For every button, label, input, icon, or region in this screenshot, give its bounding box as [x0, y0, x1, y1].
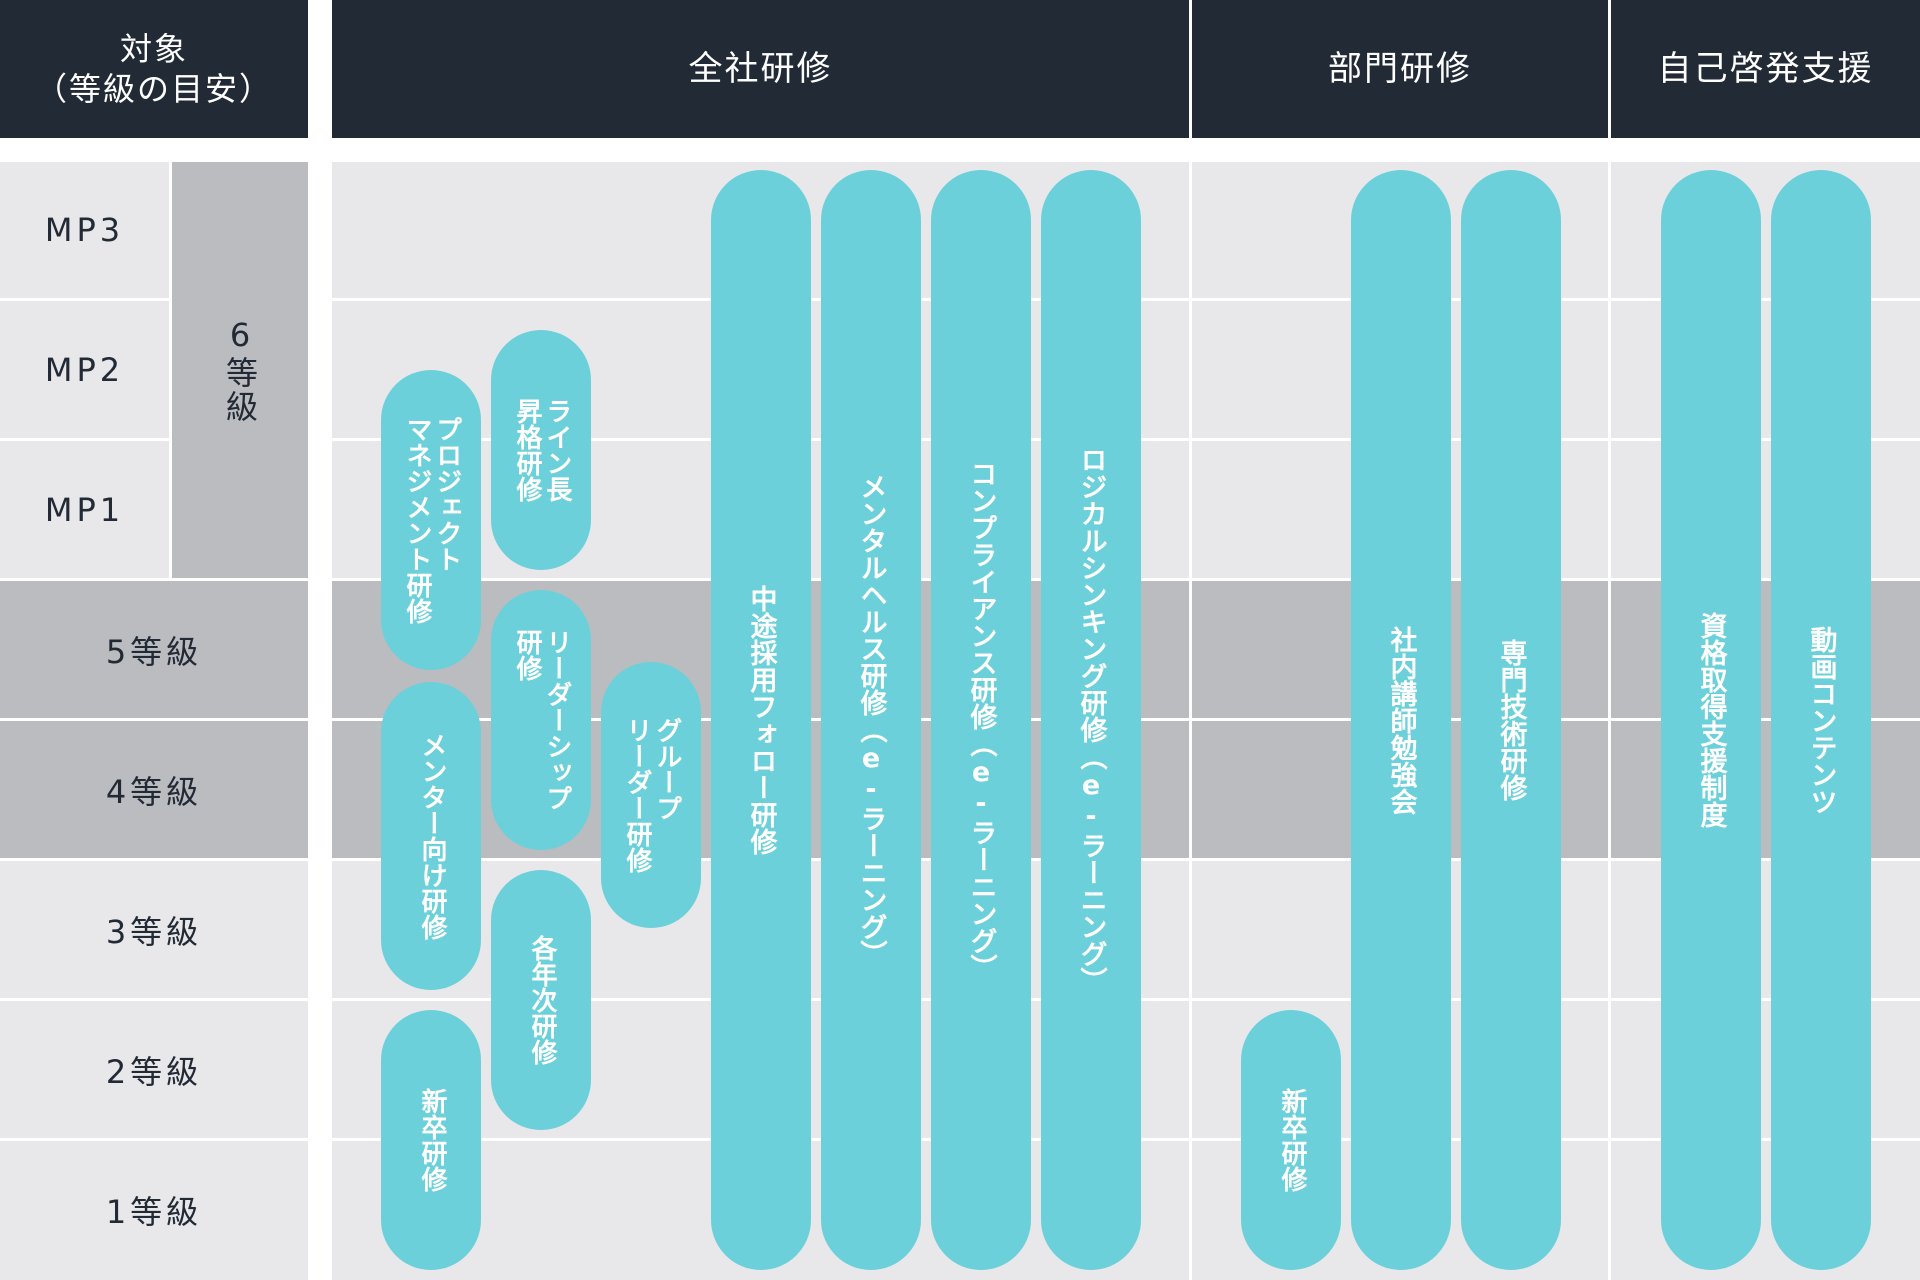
program-certification-support[interactable]: 資格取得支援制度 [1661, 170, 1761, 1270]
column-divider [1608, 162, 1611, 1280]
program-internal-instructor[interactable]: 社内講師勉強会 [1351, 170, 1451, 1270]
program-new-graduate-company[interactable]: 新卒研修 [381, 1010, 481, 1270]
row-label-mp2: MP2 [44, 350, 125, 389]
program-leadership[interactable]: リーダーシップ 研修 [491, 590, 591, 850]
program-compliance[interactable]: コンプライアンス研修（e-ラーニング） [931, 170, 1031, 1270]
row-label-grade2: 2等級 [105, 1052, 203, 1091]
program-line-manager-promotion[interactable]: ライン長 昇格研修 [491, 330, 591, 570]
header-company-training: 全社研修 [332, 0, 1189, 138]
row-label-grade5: 5等級 [105, 632, 203, 671]
program-mental-health[interactable]: メンタルヘルス研修（e-ラーニング） [821, 170, 921, 1270]
program-group-leader[interactable]: グループ リーダー研修 [601, 662, 701, 928]
program-video-content[interactable]: 動画コンテンツ [1771, 170, 1871, 1270]
row-label-grade3: 3等級 [105, 912, 203, 951]
row-label-mp1: MP1 [44, 490, 125, 529]
program-annual[interactable]: 各年次研修 [491, 870, 591, 1130]
program-mid-career-follow[interactable]: 中途採用フォロー研修 [711, 170, 811, 1270]
header-self-development: 自己啓発支援 [1611, 0, 1920, 138]
program-technical[interactable]: 専門技術研修 [1461, 170, 1561, 1270]
header-target: 対象 （等級の目安） [0, 0, 308, 138]
row-label-mp3: MP3 [44, 211, 125, 249]
grade6-label: 6等級 [172, 162, 308, 578]
program-mentor[interactable]: メンター向け研修 [381, 682, 481, 990]
program-logical-thinking[interactable]: ロジカルシンキング研修（e-ラーニング） [1041, 170, 1141, 1270]
header-department-training: 部門研修 [1192, 0, 1608, 138]
column-divider [169, 162, 172, 578]
column-divider [1189, 162, 1192, 1280]
row-label-grade1: 1等級 [105, 1192, 203, 1231]
row-label-grade4: 4等級 [105, 772, 203, 811]
program-new-graduate-department[interactable]: 新卒研修 [1241, 1010, 1341, 1270]
grade6-text: 6等級 [221, 316, 259, 424]
program-project-management[interactable]: プロジェクト マネジメント研修 [381, 370, 481, 670]
